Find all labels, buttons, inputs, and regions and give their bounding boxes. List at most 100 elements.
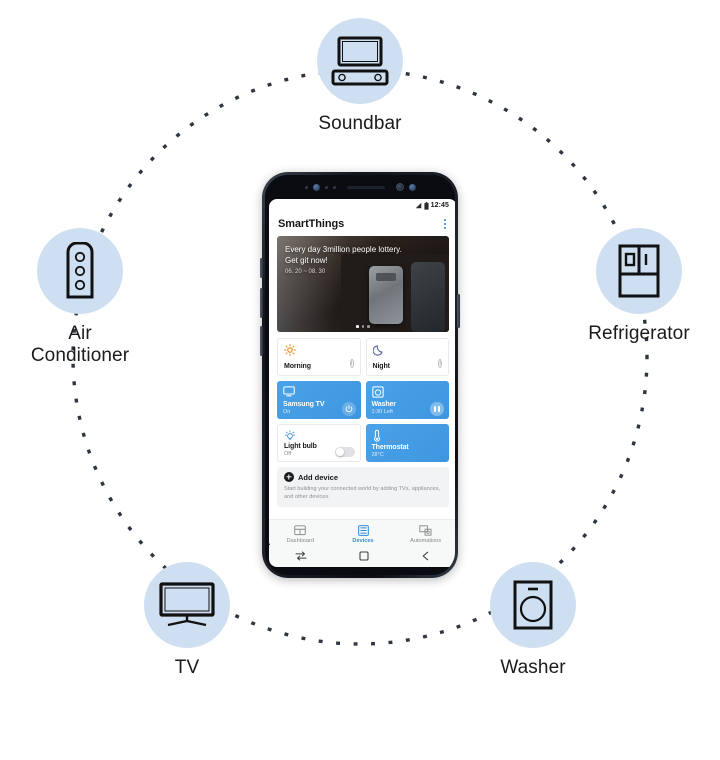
battery-icon <box>424 201 429 210</box>
card-light-bulb-status: Off <box>284 451 292 457</box>
phone-button-bixby[interactable] <box>260 258 263 278</box>
light-sensor-icon <box>324 185 328 189</box>
promo-date-range: 06. 20 ~ 08. 30 <box>285 268 326 275</box>
card-light-bulb-title: Light bulb <box>284 443 317 450</box>
node-air-conditioner-label: Air Conditioner <box>30 323 130 367</box>
iris-emitter-icon <box>408 183 416 191</box>
power-icon[interactable] <box>341 402 356 416</box>
more-options-icon[interactable] <box>442 216 448 232</box>
tv-icon <box>159 582 215 627</box>
back-arrow-icon[interactable] <box>421 551 431 561</box>
card-thermostat-temperature: 28°C <box>371 452 384 458</box>
device-card-grid: Morning i Night <box>269 332 455 462</box>
phone-screen: 12:45 SmartThings Every day 3million peo… <box>269 199 455 549</box>
washer-icon <box>513 580 553 630</box>
iris-scanner-icon <box>312 183 320 191</box>
node-tv-circle <box>144 562 230 648</box>
add-device-description: Start building your connected world by a… <box>284 486 440 501</box>
front-camera-icon <box>395 183 404 191</box>
home-square-icon[interactable] <box>359 551 369 561</box>
air-conditioner-icon <box>66 242 94 299</box>
node-tv-label: TV <box>174 657 200 678</box>
tab-devices[interactable]: Devices <box>332 525 395 544</box>
signal-bars-icon <box>415 202 421 209</box>
card-washer-title: Washer <box>371 401 397 408</box>
node-air-conditioner-circle <box>37 228 123 314</box>
add-device-title: Add device <box>298 472 339 482</box>
thermometer-icon <box>372 429 382 442</box>
automations-icon <box>419 525 432 536</box>
dashboard-icon <box>294 525 307 536</box>
card-night[interactable]: Night i <box>365 338 449 376</box>
promo-image-phone-silver <box>369 266 403 324</box>
promo-dot-2[interactable] <box>361 325 365 328</box>
node-washer[interactable]: Washer <box>484 562 582 679</box>
node-refrigerator-label: Refrigerator <box>588 323 690 344</box>
card-thermostat-title: Thermostat <box>371 444 409 451</box>
soundbar-icon <box>331 36 389 86</box>
promo-text-block: Every day 3million people lottery. Get g… <box>285 245 402 275</box>
node-tv[interactable]: TV <box>137 562 237 679</box>
card-light-bulb[interactable]: Light bulb Off <box>277 424 361 462</box>
lightbulb-icon <box>284 430 296 442</box>
card-night-info-icon[interactable]: i <box>438 359 442 368</box>
promo-headline-line2: Get git now! <box>285 255 328 265</box>
add-device-panel[interactable]: Add device Start building your connected… <box>277 467 449 508</box>
promo-headline-line1: Every day 3million people lottery. <box>285 245 402 254</box>
light-bulb-toggle-switch[interactable] <box>334 447 355 457</box>
node-soundbar-circle <box>317 18 403 104</box>
tab-dashboard-label: Dashboard <box>286 538 315 544</box>
card-washer-status: 1:30 Left <box>371 409 393 415</box>
moon-icon <box>372 344 385 356</box>
promo-image-phone-dark <box>411 262 445 332</box>
card-thermostat[interactable]: Thermostat 28°C <box>365 424 449 462</box>
washer-icon <box>371 386 384 398</box>
node-refrigerator-circle <box>596 228 682 314</box>
tab-automations-label: Automations <box>410 538 442 544</box>
card-samsung-tv[interactable]: Samsung TV On <box>277 381 361 419</box>
card-night-title: Night <box>372 363 390 370</box>
status-bar-time: 12:45 <box>430 202 449 209</box>
phone-button-power[interactable] <box>457 294 460 328</box>
phone-body: 12:45 SmartThings Every day 3million peo… <box>265 175 455 575</box>
plus-circle-icon[interactable] <box>284 472 294 482</box>
promo-dot-3[interactable] <box>367 325 370 328</box>
tab-dashboard[interactable]: Dashboard <box>269 525 332 544</box>
phone-top-bezel <box>265 175 455 199</box>
bottom-tab-bar: Dashboard Devices <box>269 519 455 549</box>
proximity-sensor-icon <box>304 185 308 189</box>
smartphone-device: 12:45 SmartThings Every day 3million peo… <box>260 172 460 578</box>
node-soundbar[interactable]: Soundbar <box>296 18 424 135</box>
pause-icon[interactable] <box>430 402 444 416</box>
card-samsung-tv-title: Samsung TV <box>283 401 325 408</box>
phone-button-volume-down[interactable] <box>260 326 263 356</box>
node-soundbar-label: Soundbar <box>318 113 402 134</box>
promo-page-indicator[interactable] <box>277 325 449 328</box>
node-air-conditioner[interactable]: Air Conditioner <box>8 228 152 368</box>
recents-icon[interactable] <box>295 551 307 561</box>
node-washer-circle <box>490 562 576 648</box>
card-morning-info-icon[interactable]: i <box>349 359 354 368</box>
promo-banner[interactable]: Every day 3million people lottery. Get g… <box>277 236 449 332</box>
card-morning-title: Morning <box>284 363 311 370</box>
node-refrigerator[interactable]: Refrigerator <box>566 228 712 345</box>
add-device-header: Add device <box>284 472 442 482</box>
app-title: SmartThings <box>278 218 345 230</box>
devices-icon <box>357 525 369 536</box>
promo-dot-1[interactable] <box>356 325 359 328</box>
led-indicator-icon <box>332 185 336 189</box>
tab-automations[interactable]: Automations <box>394 525 455 544</box>
sun-icon <box>284 344 296 356</box>
phone-button-volume-up[interactable] <box>260 288 263 318</box>
card-washer[interactable]: Washer 1:30 Left <box>365 381 449 419</box>
card-morning[interactable]: Morning i <box>277 338 361 376</box>
earpiece-speaker <box>346 185 385 189</box>
card-samsung-tv-status: On <box>283 409 291 415</box>
node-washer-label: Washer <box>500 657 566 678</box>
status-bar: 12:45 <box>269 199 455 212</box>
tab-devices-label: Devices <box>352 538 374 544</box>
refrigerator-icon <box>618 244 660 298</box>
android-navigation-bar <box>269 545 455 567</box>
tv-icon <box>283 386 295 397</box>
